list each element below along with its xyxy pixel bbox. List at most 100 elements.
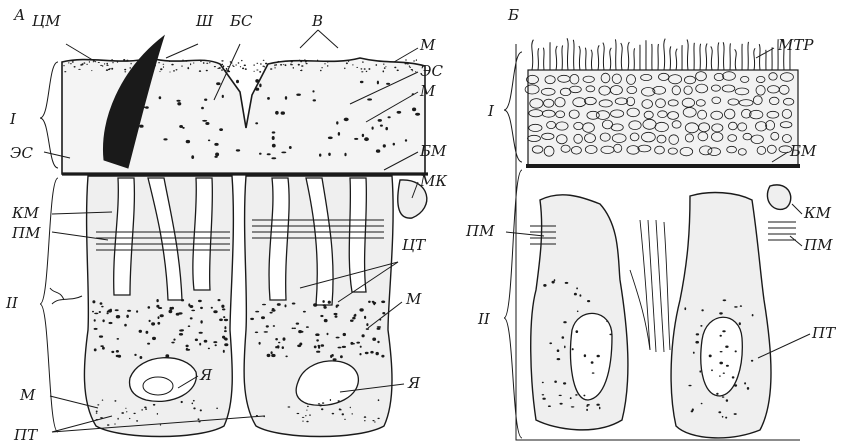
cytoplasm-granule [549,342,552,344]
speckle-dot [364,68,366,70]
speckle-dot [82,63,84,65]
dendritic-process [50,288,82,304]
cytoplasm-granule [587,404,590,406]
cytoplasm-granule [299,343,302,346]
microvillus [562,45,563,70]
speckle-dot [176,69,178,70]
microvillus [615,39,616,70]
cytoplasm-granule [204,340,208,343]
cytoplasm-granule [273,325,275,327]
cytoplasm-granule [224,326,226,329]
label-mk: МК [419,172,447,190]
speckle-dot [305,61,307,62]
speckle-dot [200,61,202,62]
cytoplasm-granule [188,303,190,306]
speckle-dot [405,59,407,60]
cytoplasm-granule [223,350,225,353]
microvillus [634,48,635,70]
secretion-granule [272,144,276,148]
cytoplasm-granule [338,400,340,401]
cytoplasm-granule [372,420,374,421]
speckle-dot [274,64,275,66]
cytoplasm-granule [199,332,203,334]
cytoplasm-granule [153,404,156,406]
canal-tubule-6 [349,178,366,292]
label-v: В [311,12,323,30]
cytoplasm-granule [224,330,227,332]
microvillus [538,48,539,70]
cytoplasm-granule [596,404,599,406]
speckle-dot [111,59,113,61]
cytoplasm-granule [198,418,200,420]
speckle-dot [190,63,191,65]
speckle-dot [64,71,66,72]
cytoplasm-granule [211,307,213,309]
secretion-granule [236,80,239,84]
cytoplasm-granule [719,375,721,376]
cytoplasm-granule [716,393,718,395]
cytoplasm-granule [115,309,119,311]
secretion-granule [388,116,391,118]
speckle-dot [285,64,287,66]
speckle-dot [124,71,126,72]
cytoplasm-granule [148,306,151,309]
speckle-dot [72,61,74,63]
cytoplasm-granule [732,376,735,378]
secretion-granule [360,81,364,83]
microvillus [700,44,701,70]
cytoplasm-granule [195,339,198,342]
cytoplasm-granule [554,381,557,383]
label-es-left: ЭС [10,144,33,162]
cytoplasm-granule [266,325,269,327]
cytoplasm-granule [101,306,103,308]
speckle-dot [84,62,86,63]
secretion-granule [159,96,162,99]
cytoplasm-granule [102,347,105,350]
cytoplasm-granule [333,358,337,360]
speckle-dot [362,61,364,62]
cytoplasm-granule [718,411,721,413]
cytoplasm-granule [94,313,98,315]
cytoplasm-granule [543,284,546,287]
cytoplasm-granule [563,321,566,323]
speckle-dot [276,64,277,66]
secretion-granule [267,153,271,155]
cytoplasm-granule [114,400,116,402]
cytoplasm-granule [126,315,129,318]
speckle-dot [291,64,293,65]
cytoplasm-granule [377,326,381,328]
cytoplasm-granule [321,344,325,347]
cytoplasm-granule [719,362,723,365]
cytoplasm-granule [559,395,562,396]
microvillus [687,40,688,70]
cytoplasm-granule [378,399,380,401]
cytoplasm-granule [720,351,723,352]
cytoplasm-granule [751,360,753,362]
secretion-granule [364,137,369,141]
cytoplasm-granule [583,395,585,397]
cytoplasm-granule [381,301,385,304]
cytoplasm-granule [180,329,184,331]
secretion-granule [216,82,220,85]
speckle-dot [185,61,187,62]
cytoplasm-granule [178,312,182,314]
cytoplasm-granule [100,345,104,347]
cytoplasm-granule [342,346,346,348]
label-es-right: ЭС [420,62,443,80]
speckle-dot [298,64,300,66]
cytoplasm-granule [744,382,746,384]
cytoplasm-granule [542,398,545,400]
cytoplasm-granule [271,351,273,354]
cytoplasm-granule [224,319,228,321]
secretion-granule [201,107,204,110]
cytoplasm-granule [218,299,221,301]
cytoplasm-granule [179,333,183,336]
cytoplasm-granule [334,313,338,315]
cytoplasm-granule [144,407,147,409]
secretion-granule [272,136,275,140]
cytoplasm-granule [173,339,175,341]
cytoplasm-granule [181,401,183,403]
cytoplasm-granule [199,343,201,346]
cytoplasm-granule [96,412,98,413]
